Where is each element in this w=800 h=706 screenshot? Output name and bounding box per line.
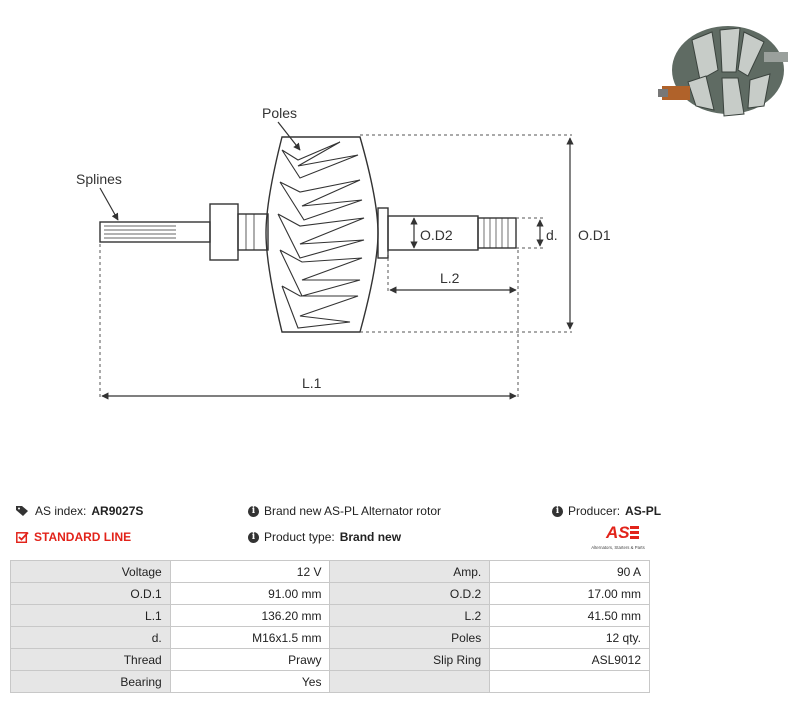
as-index-value: AR9027S (91, 504, 144, 518)
svg-text:Alternators, Starters & Parts: Alternators, Starters & Parts (591, 545, 645, 550)
as-index-label: AS index: (35, 504, 87, 518)
spec-label (329, 670, 491, 693)
spec-value (489, 670, 650, 693)
svg-text:AS: AS (605, 523, 630, 542)
producer-value: AS-PL (625, 504, 662, 518)
standard-line: STANDARD LINE (16, 530, 131, 544)
spec-value: Yes (169, 670, 331, 693)
spec-label: O.D.2 (329, 582, 491, 605)
label-splines: Splines (76, 171, 122, 187)
spec-value: 90 A (489, 560, 650, 583)
product-type: i Product type: Brand new (248, 530, 401, 544)
spec-value: 41.50 mm (489, 604, 650, 627)
spec-value: 12 qty. (489, 626, 650, 649)
spec-label: Slip Ring (329, 648, 491, 671)
rotor-poles (277, 141, 365, 329)
spec-value: 91.00 mm (169, 582, 331, 605)
shaft-splines (99, 221, 211, 243)
spec-label: L.1 (10, 604, 171, 627)
spec-value: Prawy (169, 648, 331, 671)
rotor-photo-thumbnail (658, 26, 788, 117)
tags-icon (16, 505, 30, 517)
description: i Brand new AS-PL Alternator rotor (248, 504, 441, 518)
bearing-collar (209, 203, 239, 261)
info-icon: i (248, 505, 259, 517)
label-od1: O.D1 (578, 227, 611, 243)
label-od2: O.D2 (420, 227, 453, 243)
check-square-icon (16, 531, 29, 543)
label-l1: L.1 (302, 375, 322, 391)
info-icon: i (552, 505, 563, 517)
spec-label: Voltage (10, 560, 171, 583)
label-l2: L.2 (440, 270, 460, 286)
spec-label: Bearing (10, 670, 171, 693)
label-poles: Poles (262, 105, 297, 121)
product-type-value: Brand new (339, 530, 402, 544)
spec-value: 136.20 mm (169, 604, 331, 627)
spec-label: Poles (329, 626, 491, 649)
threaded-end (477, 217, 517, 249)
spec-label: O.D.1 (10, 582, 171, 605)
spec-label: Amp. (329, 560, 491, 583)
rotor-technical-drawing: Poles Splines O.D2 d. O.D1 L.2 L.1 (76, 105, 611, 400)
spec-value: M16x1.5 mm (169, 626, 331, 649)
producer-label: Producer: (568, 504, 621, 518)
as-index: AS index: AR9027S (16, 504, 143, 518)
product-type-label: Product type: (264, 530, 335, 544)
description-text: Brand new AS-PL Alternator rotor (264, 504, 441, 518)
info-icon: i (248, 531, 259, 543)
label-d: d. (546, 227, 558, 243)
producer: i Producer: AS-PL (552, 504, 661, 518)
spec-label: d. (10, 626, 171, 649)
spec-value: ASL9012 (489, 648, 650, 671)
as-logo: AS Alternators, Starters & Parts (591, 523, 645, 550)
spec-label: L.2 (329, 604, 491, 627)
spec-value: 17.00 mm (489, 582, 650, 605)
spec-value: 12 V (169, 560, 331, 583)
spec-label: Thread (10, 648, 171, 671)
standard-line-label: STANDARD LINE (34, 530, 132, 544)
product-info: AS index: AR9027S STANDARD LINE i Brand … (16, 504, 661, 554)
